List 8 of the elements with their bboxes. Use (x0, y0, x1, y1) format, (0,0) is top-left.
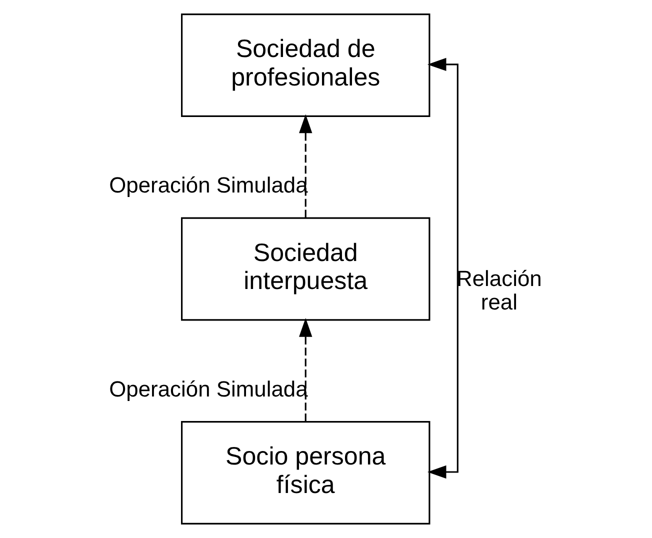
node-box: Sociedad de profesionales (181, 14, 430, 117)
arrow (427, 58, 458, 479)
arrow (299, 114, 312, 218)
arrow (299, 318, 312, 422)
edge-label: Operación Simulada (109, 376, 308, 402)
node-box: Sociedad interpuesta (181, 217, 430, 321)
node-box: Socio persona física (181, 421, 430, 524)
edge-label: Operación Simulada (109, 172, 308, 198)
